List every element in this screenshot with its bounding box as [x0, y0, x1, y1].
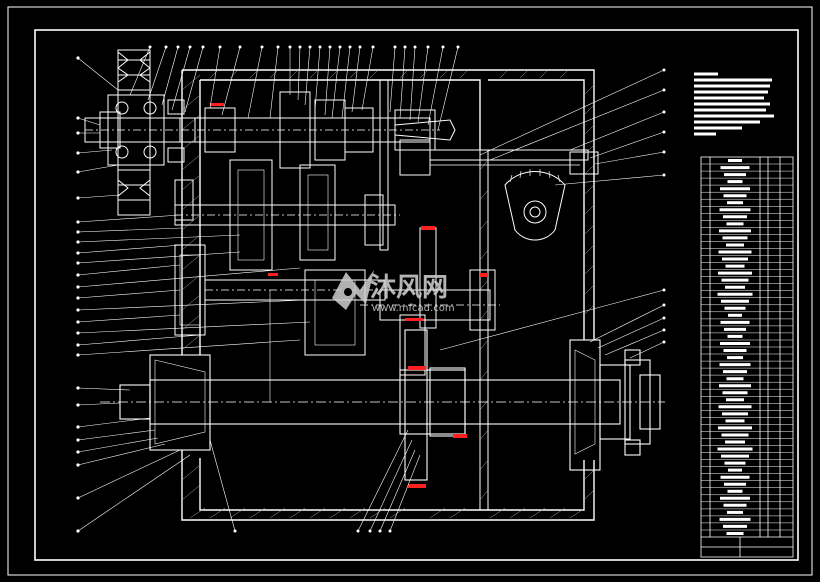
red-highlight-marks — [210, 103, 488, 488]
v-belt-pulley — [84, 49, 196, 216]
leader-lines-left — [76, 56, 311, 533]
watermark: 沐风网 www.mfcad.com — [332, 270, 455, 314]
watermark-logo-icon — [332, 270, 374, 310]
intermediate-shaft — [360, 227, 500, 376]
watermark-brand: 沐风网 — [370, 273, 448, 303]
technical-notes-block — [694, 72, 774, 136]
watermark-url: www.mfcad.com — [372, 303, 455, 314]
leader-lines-top — [129, 45, 460, 131]
leader-lines-right — [439, 68, 666, 359]
cam-mechanism — [430, 151, 599, 241]
parts-list-rows — [701, 159, 793, 535]
drawing-border — [7, 6, 813, 576]
input-shaft-assembly — [85, 91, 456, 221]
leader-lines-bottom — [209, 429, 421, 533]
